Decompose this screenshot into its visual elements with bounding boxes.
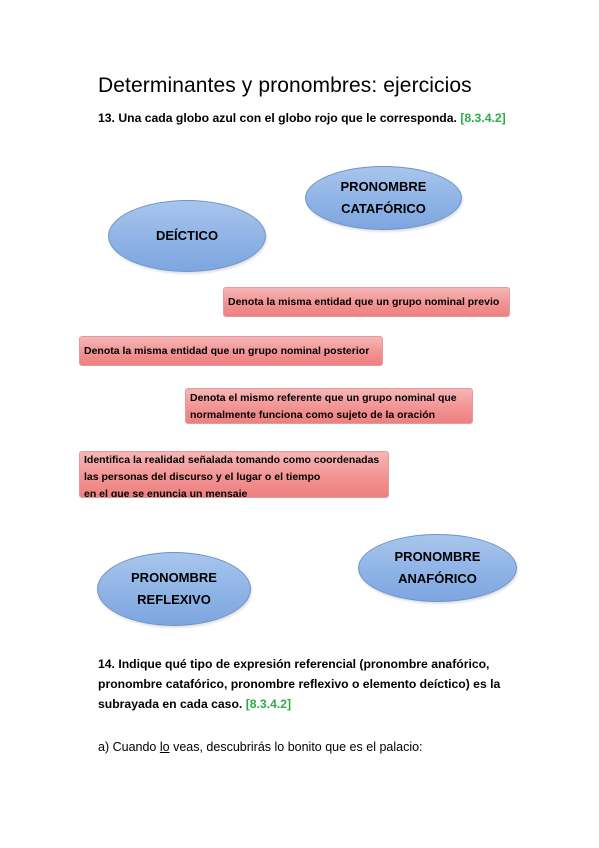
balloon-text: Denota la misma entidad que un grupo nom… [84,345,370,357]
question-14-line-last: subrayada en cada caso. [8.3.4.2] [98,694,538,714]
balloon-grupo-nominal-posterior[interactable]: Denota la misma entidad que un grupo nom… [79,336,383,366]
balloon-line: PRONOMBRE [394,549,481,564]
balloon-text: las personas del discurso y el lugar o e… [84,471,321,483]
question-13-text: 13. Una cada globo azul con el globo roj… [98,111,457,125]
question-14-ref: [8.3.4.2] [245,697,292,711]
answer-a: a) Cuando lo veas, descubrirás lo bonito… [98,740,423,754]
balloon-line: ANAFÓRICO [398,571,477,586]
balloon-grupo-nominal-previo[interactable]: Denota la misma entidad que un grupo nom… [223,287,510,317]
balloon-deictico[interactable]: DEÍCTICO [108,200,266,272]
question-14-line: 14. Indique qué tipo de expresión refere… [98,657,490,671]
question-14-line: pronombre catafórico, pronombre reflexiv… [98,677,501,691]
balloon-text: normalmente funciona como sujeto de la o… [190,409,436,421]
balloon-line: PRONOMBRE [131,570,217,585]
balloon-text: en el que se enuncia un mensaje [84,488,248,498]
balloon-line: CATAFÓRICO [341,201,426,216]
balloon-line: REFLEXIVO [137,592,211,607]
question-14-line: subrayada en cada caso. [98,697,243,711]
page-title: Determinantes y pronombres: ejercicios [98,74,472,97]
balloon-deixis[interactable]: Identifica la realidad señalada tomando … [79,451,389,498]
question-13: 13. Una cada globo azul con el globo roj… [98,111,506,125]
balloon-text: Identifica la realidad señalada tomando … [84,454,380,466]
balloon-pronombre-anaforico[interactable]: PRONOMBRE ANAFÓRICO [358,534,517,602]
balloon-pronombre-reflexivo[interactable]: PRONOMBRE REFLEXIVO [97,552,251,626]
balloon-line: PRONOMBRE [340,179,427,194]
question-13-ref: [8.3.4.2] [460,111,506,125]
balloon-sujeto-oracion[interactable]: Denota el mismo referente que un grupo n… [185,388,473,424]
balloon-text: Denota la misma entidad que un grupo nom… [228,296,500,308]
answer-a-post: veas, descubrirás lo bonito que es el pa… [169,740,423,754]
balloon-text: Denota el mismo referente que un grupo n… [190,392,457,404]
balloon-pronombre-cataforico[interactable]: PRONOMBRE CATAFÓRICO [305,166,462,230]
answer-a-underlined: lo [159,740,170,754]
answer-a-pre: a) Cuando [98,740,160,754]
question-14: 14. Indique qué tipo de expresión refere… [98,654,538,714]
balloon-line: DEÍCTICO [155,228,219,243]
